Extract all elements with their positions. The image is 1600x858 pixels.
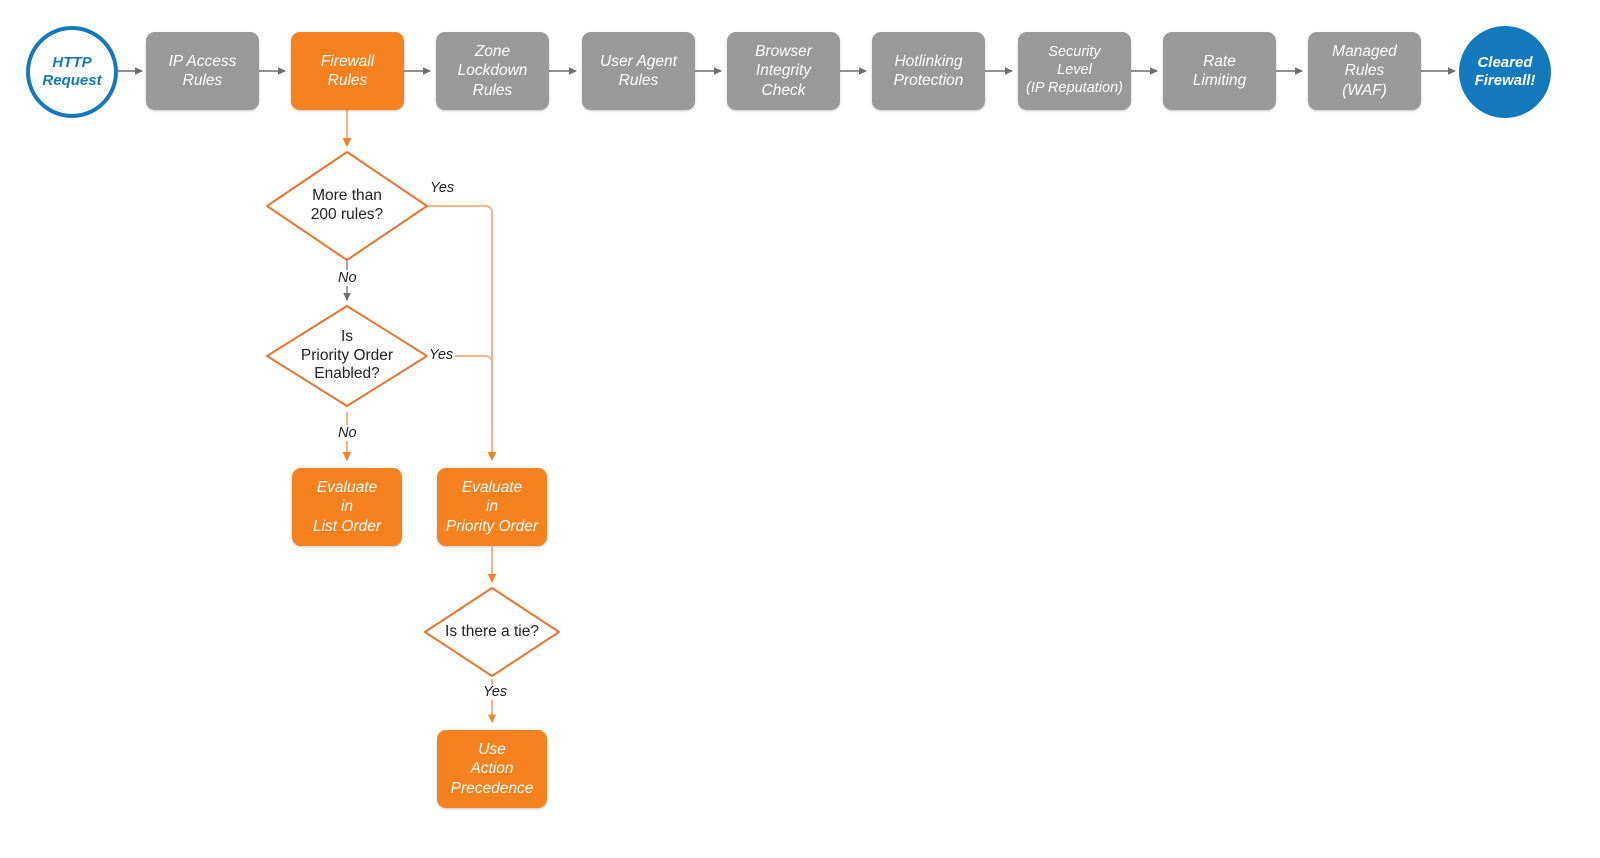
edge-label-priority-order-no: No — [336, 425, 359, 441]
edge-label-tie-yes: Yes — [481, 684, 510, 700]
node-decision-is-there-a-tie[interactable]: Is there a tie? — [425, 616, 559, 648]
node-decision-is-there-a-tie-label: Is there a tie? — [445, 622, 539, 640]
edge-label-priority-order-yes: Yes — [427, 347, 456, 363]
edge-label-more-than-200-no: No — [336, 270, 359, 286]
edge-label-more-than-200-yes: Yes — [428, 180, 457, 196]
